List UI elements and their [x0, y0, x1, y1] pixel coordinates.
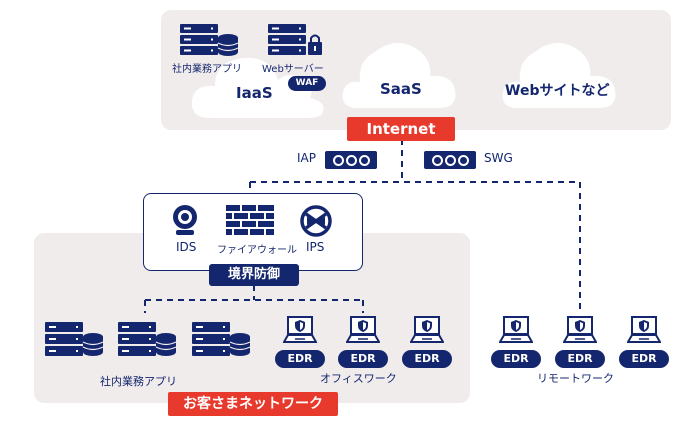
cloud-website [502, 42, 616, 108]
laptop-shield-icon [345, 316, 388, 348]
firewall-brick-icon [226, 205, 274, 235]
edr-badge: EDR [338, 350, 388, 368]
office-device: EDR [275, 316, 325, 368]
apps-label: 社内業務アプリ [100, 375, 177, 388]
webserver-label: Webサーバー [262, 64, 324, 75]
remote-label: リモートワーク [537, 372, 614, 385]
laptop-shield-icon [409, 316, 452, 348]
iap-label: IAP [297, 151, 316, 165]
cloud-iaas [191, 57, 324, 118]
edr-badge: EDR [491, 350, 541, 368]
perimeter-defense-title: 境界防御 [209, 264, 299, 286]
server-database-icon [45, 322, 105, 362]
server-database-icon [192, 322, 252, 362]
waf-badge: WAF [288, 76, 326, 91]
office-device: EDR [402, 316, 452, 368]
laptop-shield-icon [498, 316, 541, 348]
laptop-shield-icon [626, 316, 669, 348]
edr-badge: EDR [402, 350, 452, 368]
laptop-shield-icon [282, 316, 325, 348]
edr-badge: EDR [555, 350, 605, 368]
firewall-label: ファイアウォール [217, 245, 297, 256]
server-database-icon [180, 24, 239, 56]
cloud-label-website: Webサイトなど [505, 83, 610, 99]
iaas-app-label: 社内業務アプリ [172, 64, 242, 75]
office-device: EDR [338, 316, 388, 368]
cloud-label-saas: SaaS [380, 80, 422, 98]
ips-label: IPS [306, 240, 325, 254]
camera-sensor-icon [173, 205, 197, 235]
edr-badge: EDR [619, 350, 669, 368]
block-x-icon [300, 205, 332, 237]
cloud-saas [342, 42, 456, 108]
remote-device: EDR [555, 316, 605, 368]
office-label: オフィスワーク [320, 372, 397, 385]
swg-gateway-icon [424, 151, 476, 169]
swg-label: SWG [484, 151, 513, 165]
internet-label: Internet [347, 117, 455, 141]
customer-network-title: お客さまネットワーク [168, 392, 338, 416]
remote-device: EDR [619, 316, 669, 368]
server-database-icon [118, 322, 178, 362]
server-lock-icon [268, 24, 322, 55]
iap-gateway-icon [325, 151, 377, 169]
cloud-label-iaas: IaaS [236, 84, 273, 102]
ids-label: IDS [176, 240, 197, 254]
laptop-shield-icon [562, 316, 605, 348]
edr-badge: EDR [275, 350, 325, 368]
remote-device: EDR [491, 316, 541, 368]
